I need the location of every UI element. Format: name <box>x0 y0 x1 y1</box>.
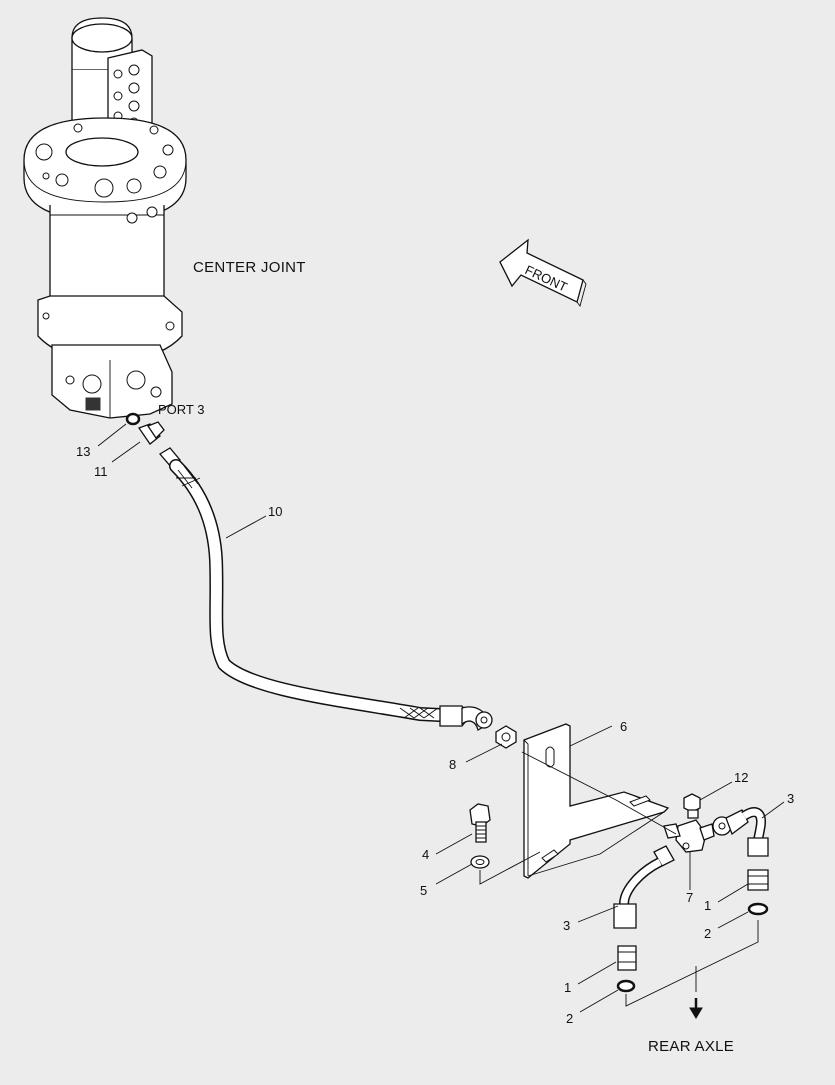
callout-6: 6 <box>620 719 627 734</box>
callout-12: 12 <box>734 770 748 785</box>
callout-2-right: 2 <box>704 926 711 941</box>
callout-1-left: 1 <box>564 980 571 995</box>
washer-5 <box>470 855 490 869</box>
nut-8 <box>495 725 517 749</box>
leader-lines <box>97 423 785 1013</box>
callout-numbers: 13 11 10 8 6 12 3 4 5 7 1 2 3 1 2 <box>76 444 794 1026</box>
bolt-4 <box>469 803 491 843</box>
port-label: PORT 3 <box>158 402 204 417</box>
hose-3-left <box>613 845 675 929</box>
rear-axle-label: REAR AXLE <box>648 1038 734 1055</box>
front-arrow: FRONT <box>499 238 587 308</box>
plug-12 <box>683 793 701 819</box>
callout-4: 4 <box>422 847 429 862</box>
callout-3-left: 3 <box>563 918 570 933</box>
o-ring-13 <box>125 412 141 426</box>
connector-11 <box>137 421 165 445</box>
callout-7: 7 <box>686 890 693 905</box>
o-ring-2-left <box>616 979 636 993</box>
callout-5: 5 <box>420 883 427 898</box>
callout-10: 10 <box>268 504 282 519</box>
callout-3-right: 3 <box>787 791 794 806</box>
bracket-6 <box>523 723 670 879</box>
o-ring-2-right <box>747 902 769 916</box>
center-joint-label: CENTER JOINT <box>193 259 306 276</box>
callout-13: 13 <box>76 444 90 459</box>
callout-2-left: 2 <box>566 1011 573 1026</box>
callout-8: 8 <box>449 757 456 772</box>
hose-3-right <box>712 807 769 857</box>
adapter-1-left <box>617 945 637 971</box>
adapter-1-right <box>747 869 769 891</box>
callout-11: 11 <box>94 464 108 479</box>
assembly-lines <box>479 751 759 1007</box>
rear-axle-arrow <box>689 998 703 1019</box>
center-joint <box>23 17 187 419</box>
callout-1-right: 1 <box>704 898 711 913</box>
tee-7 <box>663 819 715 853</box>
hose-10 <box>159 447 493 732</box>
